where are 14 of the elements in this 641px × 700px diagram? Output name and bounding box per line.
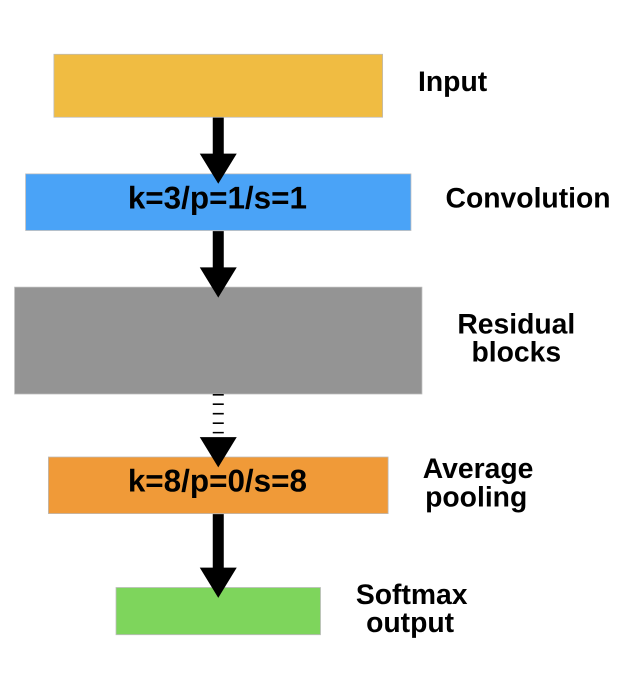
node-box (116, 587, 321, 636)
node-box: k=8/p=0/s=8 (48, 456, 389, 514)
arrow (200, 394, 237, 468)
arrow (200, 231, 237, 298)
node-label: Softmax output (356, 578, 468, 638)
node-label: Convolution (446, 181, 611, 214)
node-box (54, 54, 384, 118)
node-label: Residual blocks (457, 307, 576, 368)
node-box (14, 286, 422, 394)
arrow (200, 514, 237, 598)
node-box: k=3/p=1/s=1 (25, 173, 412, 231)
node-label: Input (418, 65, 488, 98)
arrow (200, 118, 237, 184)
node-label: Average pooling (422, 452, 534, 512)
